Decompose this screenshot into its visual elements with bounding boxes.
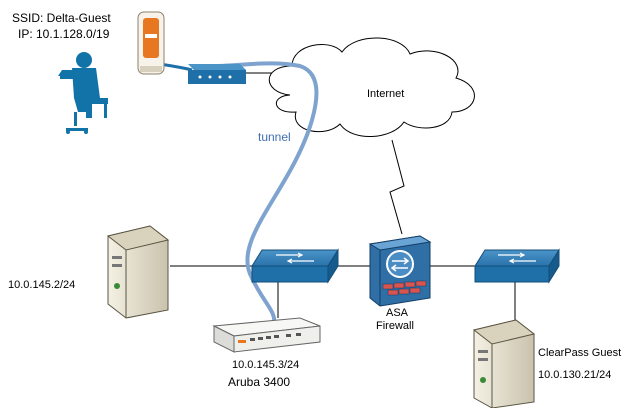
firewall-label-line2: Firewall: [376, 320, 414, 332]
switch-icon: [251, 248, 339, 284]
tunnel-label: tunnel: [258, 130, 291, 144]
server-icon: [472, 319, 536, 408]
modem-icon: [188, 64, 246, 84]
firewall-label-line1: ASA: [386, 307, 409, 319]
lightning-link-icon: [389, 139, 405, 235]
controller-icon: [212, 317, 321, 353]
switch-icon: [474, 248, 560, 284]
link-ap-modem: [159, 62, 193, 72]
ip-range-label: IP: 10.1.128.0/19: [18, 27, 110, 41]
access-point-icon: [137, 11, 165, 75]
internet-label: Internet: [367, 88, 404, 100]
server-icon: [106, 225, 170, 319]
user-laptop-icon: [58, 52, 108, 134]
controller-ip-label: 10.0.145.3/24: [232, 359, 299, 371]
ssid-label: SSID: Delta-Guest: [12, 11, 111, 25]
tunnel-path: [213, 61, 319, 324]
clearpass-name-label: ClearPass Guest: [538, 347, 621, 359]
firewall-icon: [368, 235, 432, 307]
controller-name-label: Aruba 3400: [228, 375, 290, 389]
left-server-ip-label: 10.0.145.2/24: [8, 279, 75, 291]
clearpass-ip-label: 10.0.130.21/24: [538, 369, 611, 381]
cloud-icon: [268, 37, 475, 137]
